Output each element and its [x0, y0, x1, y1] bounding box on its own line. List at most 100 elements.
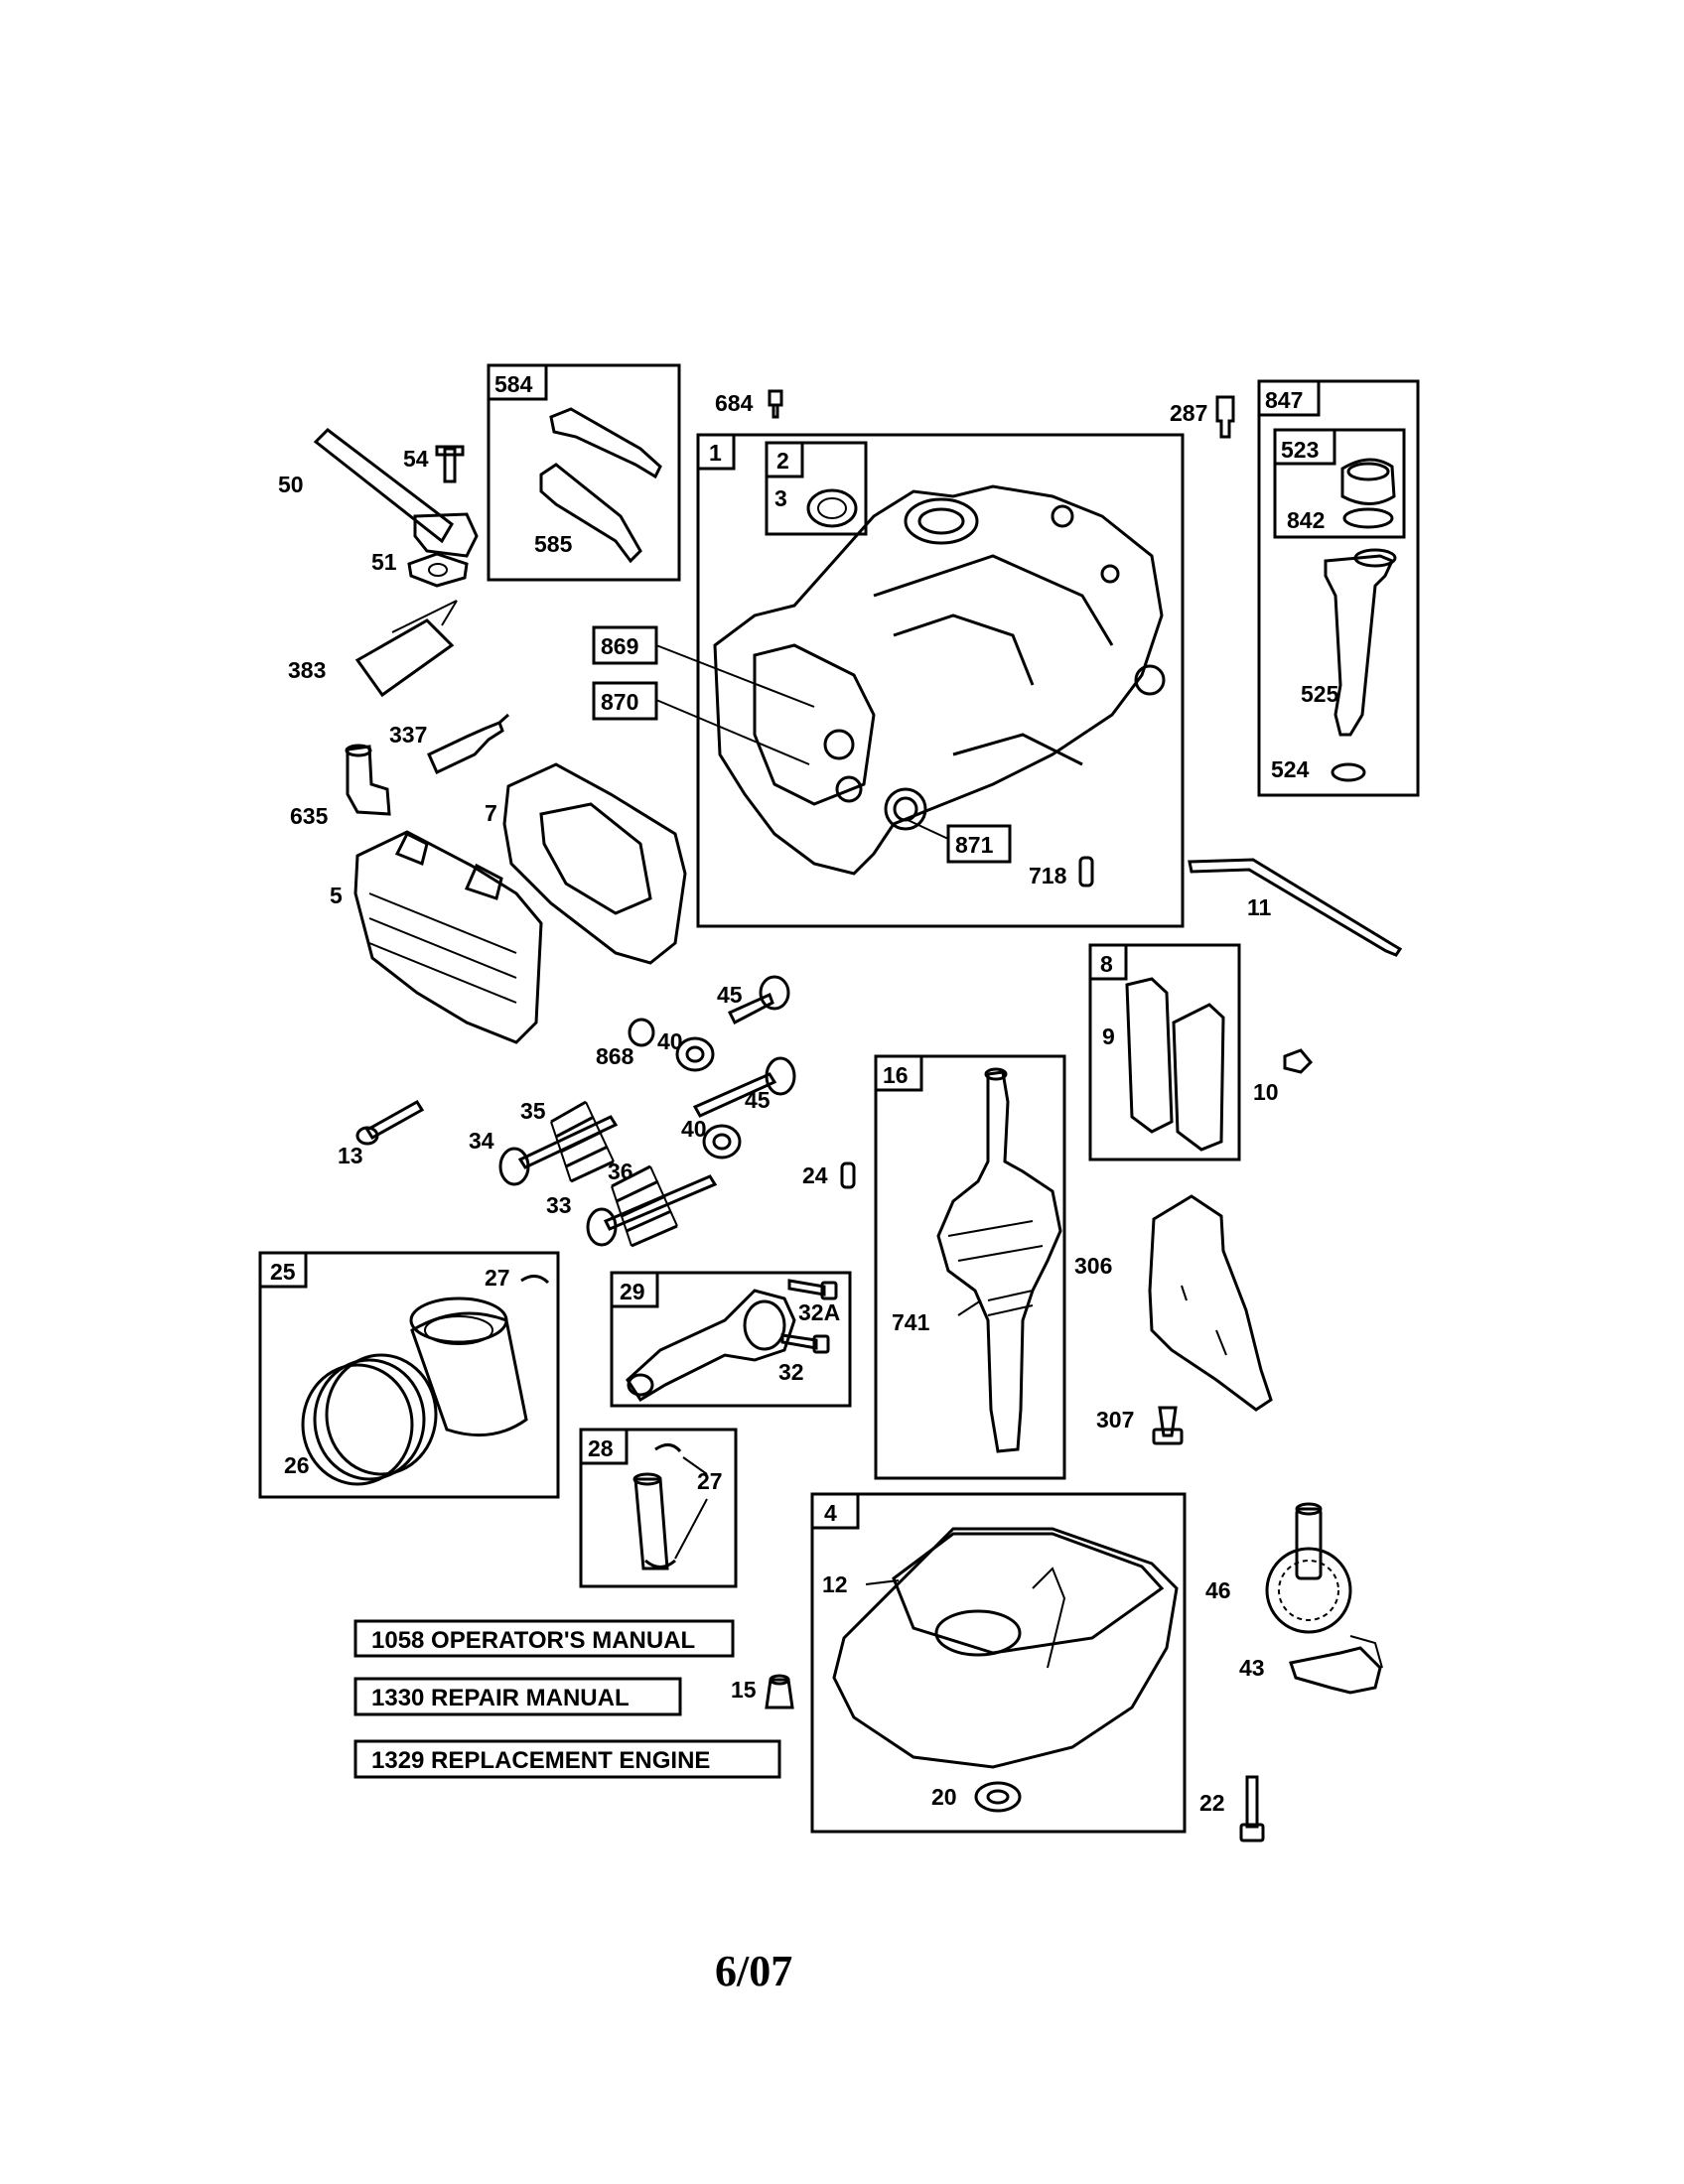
seal-868-part	[628, 1018, 655, 1047]
label-10: 10	[1253, 1079, 1279, 1105]
fitting-287-part	[1215, 395, 1235, 439]
label-40b: 40	[681, 1116, 707, 1142]
label-33: 33	[546, 1192, 572, 1218]
box-4	[810, 1492, 1187, 1834]
label-26: 26	[284, 1452, 310, 1478]
gasket-51-part	[407, 552, 469, 588]
valve-34-part	[517, 1115, 619, 1169]
label-741: 741	[892, 1309, 930, 1335]
label-1: 1	[709, 440, 722, 466]
label-718: 718	[1029, 863, 1067, 888]
gasket-585-part	[539, 463, 642, 564]
box-28	[579, 1428, 738, 1588]
label-24: 24	[802, 1162, 828, 1188]
label-50: 50	[278, 472, 304, 497]
valve-45b-part	[692, 1072, 777, 1118]
label-13: 13	[338, 1143, 363, 1168]
box-871	[946, 824, 1012, 864]
box-8	[1088, 943, 1241, 1161]
label-32: 32	[778, 1359, 804, 1385]
sump-part	[832, 1527, 1179, 1769]
label-40a: 40	[657, 1028, 683, 1054]
footer-date: 6/07	[715, 1947, 792, 1995]
label-15: 15	[731, 1677, 757, 1703]
label-306: 306	[1074, 1253, 1112, 1279]
piston-part	[410, 1311, 528, 1437]
label-337: 337	[389, 722, 427, 748]
cylinder-head-part	[353, 830, 543, 1044]
label-870: 870	[601, 689, 638, 715]
box-29	[610, 1271, 852, 1408]
head-gasket-part	[502, 762, 687, 965]
label-847: 847	[1265, 387, 1303, 413]
seal-20-part	[974, 1781, 1022, 1813]
governor-arm-part	[1289, 1646, 1382, 1695]
pin-24-part	[840, 1161, 856, 1189]
label-22: 22	[1199, 1790, 1225, 1816]
label-5: 5	[330, 883, 343, 908]
plate-8-part	[1172, 1003, 1225, 1152]
label-8: 8	[1100, 951, 1113, 977]
box-869	[592, 625, 658, 665]
valve-33-part	[603, 1174, 718, 1231]
label-36: 36	[608, 1159, 633, 1184]
box-16	[874, 1054, 1066, 1480]
gasket-584-part	[549, 407, 662, 479]
label-45a: 45	[717, 982, 743, 1008]
label-9: 9	[1102, 1024, 1115, 1049]
label-684: 684	[715, 390, 754, 416]
retainer-40a-part	[675, 1036, 715, 1072]
label-54: 54	[403, 446, 429, 472]
bolt-54-part	[435, 445, 465, 483]
label-46: 46	[1205, 1577, 1231, 1603]
label-524: 524	[1271, 756, 1310, 782]
label-523: 523	[1281, 437, 1319, 463]
tube-11-part	[1188, 858, 1403, 957]
label-16: 16	[883, 1062, 909, 1088]
label-4: 4	[824, 1500, 837, 1526]
governor-gear-part	[1265, 1547, 1352, 1634]
box-523	[1273, 428, 1406, 539]
bolt-32a-part	[787, 1279, 826, 1297]
label-383: 383	[288, 657, 326, 683]
label-45b: 45	[745, 1087, 771, 1113]
label-27b: 27	[697, 1468, 723, 1494]
pin-718-part	[1078, 856, 1094, 887]
label-operators-manual: 1058 OPERATOR'S MANUAL	[371, 1627, 695, 1654]
clip-27b-part	[654, 1443, 682, 1453]
plug-15-part	[765, 1678, 794, 1709]
box-584	[487, 363, 681, 582]
dipstick-tube-part	[1324, 554, 1395, 737]
retainer-40b-part	[702, 1124, 742, 1160]
label-868: 868	[596, 1043, 634, 1069]
bolt-10-part	[1283, 1048, 1314, 1074]
elbow-635-part	[346, 745, 391, 816]
seal-3-part	[806, 488, 858, 528]
label-12: 12	[822, 1571, 848, 1597]
label-34: 34	[469, 1128, 494, 1154]
label-869: 869	[601, 633, 638, 659]
label-32a: 32A	[798, 1299, 840, 1325]
label-repair-manual: 1330 REPAIR MANUAL	[371, 1685, 630, 1711]
label-2: 2	[776, 448, 789, 474]
label-20: 20	[931, 1784, 957, 1810]
piston-pin-part	[633, 1477, 669, 1570]
box-replacement-engine	[353, 1739, 781, 1779]
oring-524-part	[1331, 762, 1366, 782]
bolt-13-part	[364, 1099, 425, 1141]
label-842: 842	[1287, 507, 1325, 533]
label-584: 584	[494, 371, 533, 397]
box-repair-manual	[353, 1677, 682, 1716]
box-2	[765, 441, 868, 536]
label-3: 3	[774, 485, 787, 511]
bolt-684-part	[768, 389, 783, 419]
valve-45a-part	[727, 992, 774, 1025]
rings-26-part	[301, 1363, 414, 1486]
crankcase-part	[713, 484, 1164, 876]
box-1	[696, 433, 1185, 928]
gasket-9-part	[1125, 977, 1174, 1134]
bolt-22-part	[1245, 1775, 1259, 1829]
dipstick-cap-part	[1340, 458, 1396, 505]
crankshaft-part	[936, 1070, 1062, 1453]
